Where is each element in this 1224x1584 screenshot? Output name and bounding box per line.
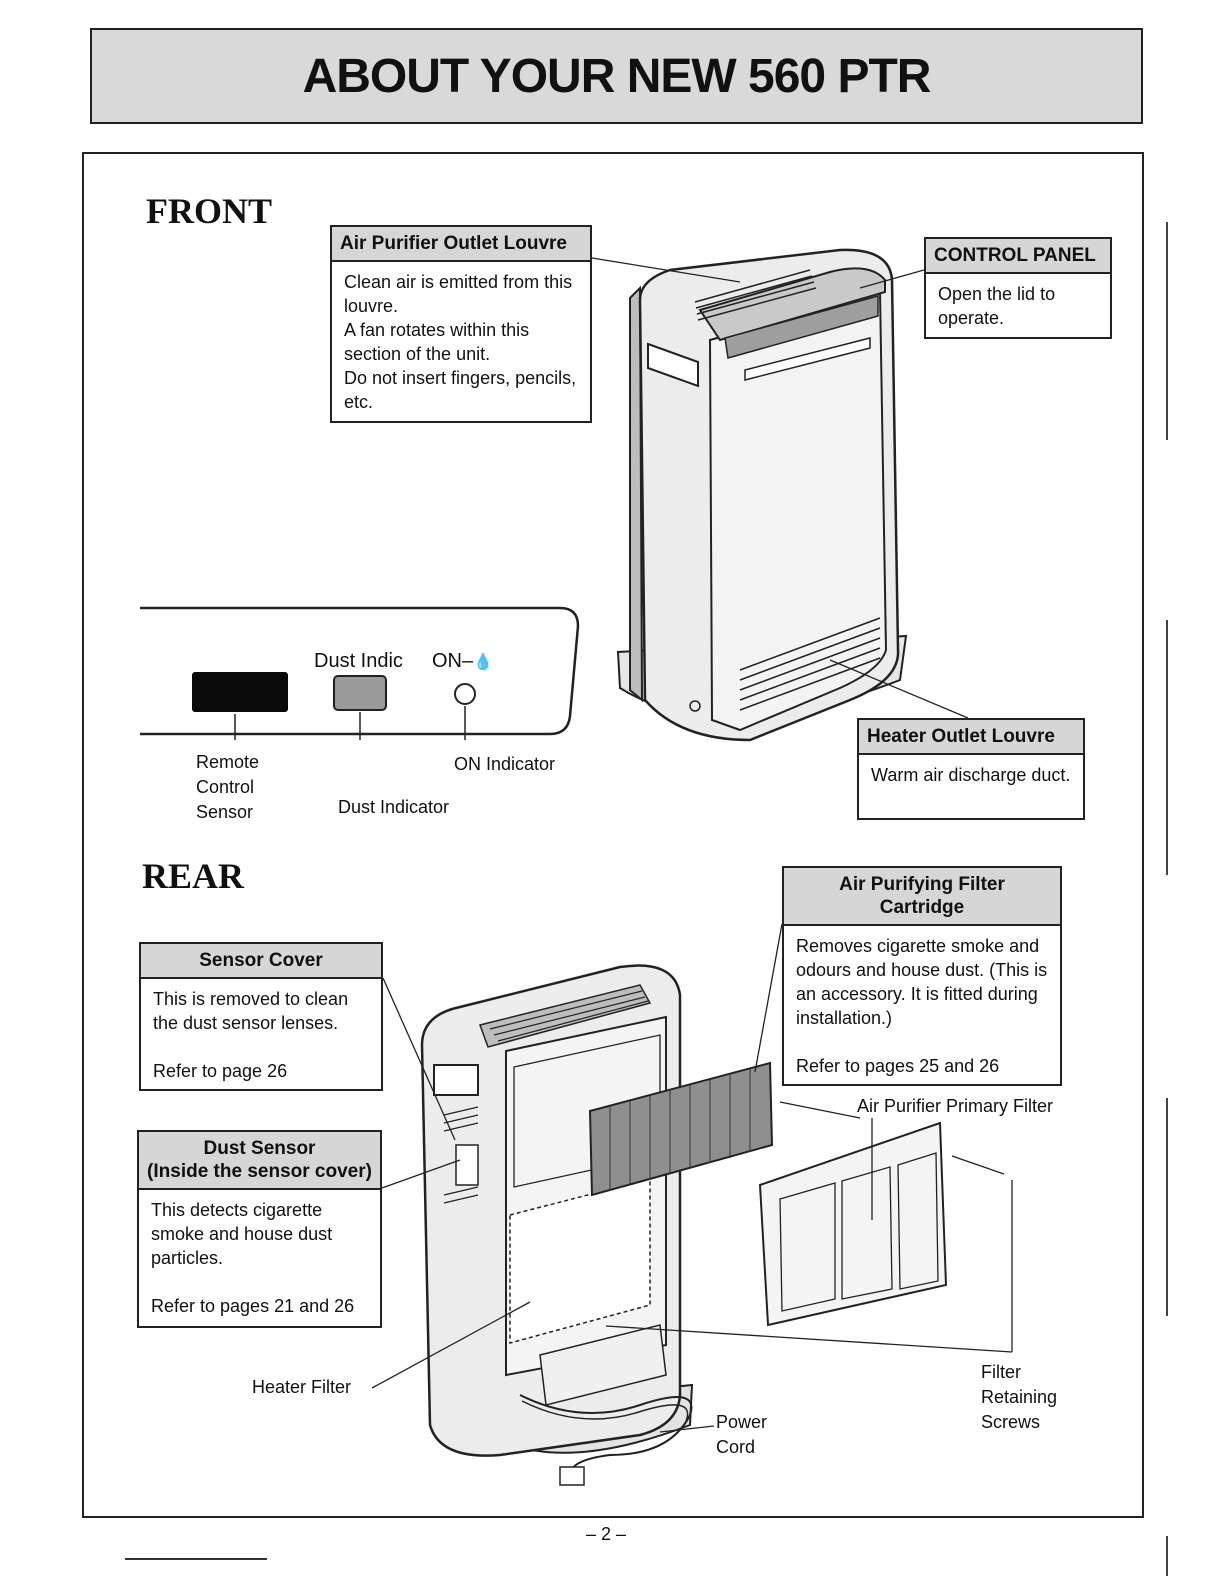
callout-control-panel: CONTROL PANEL Open the lid to operate.: [924, 237, 1112, 339]
power-cord-label: Power Cord: [716, 1412, 768, 1457]
remote-control-sensor-label: Remote Control Sensor: [196, 752, 260, 822]
control-panel-closeup: [140, 606, 580, 740]
heater-filter-label: Heater Filter: [252, 1377, 352, 1397]
title-bar: ABOUT YOUR NEW 560 PTR: [90, 28, 1143, 124]
rear-unit-illustration: [420, 964, 948, 1486]
callout-title: Dust Sensor (Inside the sensor cover): [139, 1132, 380, 1190]
dust-indicator-lamp: [333, 675, 387, 711]
flame-icon: 💧: [473, 654, 494, 671]
front-unit-illustration: [616, 248, 908, 742]
primary-filter-label: Air Purifier Primary Filter: [857, 1096, 1054, 1116]
on-indicator-label: ON Indicator: [454, 754, 556, 774]
margin-rule: [1166, 222, 1168, 440]
callout-filter-cartridge: Air Purifying Filter Cartridge Removes c…: [782, 866, 1062, 1086]
footer-rule: [125, 1558, 267, 1560]
remote-control-sensor-window: [192, 672, 288, 712]
callout-title: Sensor Cover: [141, 944, 381, 979]
callout-title: CONTROL PANEL: [926, 239, 1110, 274]
on-label: ON–💧: [432, 650, 494, 672]
dust-indic-label: Dust Indic: [314, 650, 403, 672]
callout-sensor-cover: Sensor Cover This is removed to clean th…: [139, 942, 383, 1091]
margin-rule: [1166, 1098, 1168, 1316]
page-title: ABOUT YOUR NEW 560 PTR: [302, 49, 932, 103]
rear-heading: REAR: [142, 856, 245, 896]
margin-rule: [1166, 1536, 1168, 1576]
page-number: – 2 –: [586, 1524, 627, 1544]
callout-title: Heater Outlet Louvre: [859, 720, 1083, 755]
front-heading: FRONT: [146, 191, 272, 231]
callout-title: Air Purifying Filter Cartridge: [784, 868, 1060, 926]
dust-indicator-label: Dust Indicator: [338, 797, 450, 817]
callout-dust-sensor: Dust Sensor (Inside the sensor cover) Th…: [137, 1130, 382, 1328]
on-indicator-lamp: [454, 683, 476, 705]
margin-rule: [1166, 620, 1168, 875]
callout-title: Air Purifier Outlet Louvre: [332, 227, 590, 262]
content-frame: [82, 152, 1144, 1518]
callout-heater-louvre: Heater Outlet Louvre Warm air discharge …: [857, 718, 1085, 820]
filter-screws-label: Filter Retaining Screws: [981, 1362, 1058, 1432]
callout-outlet-louvre: Air Purifier Outlet Louvre Clean air is …: [330, 225, 592, 423]
